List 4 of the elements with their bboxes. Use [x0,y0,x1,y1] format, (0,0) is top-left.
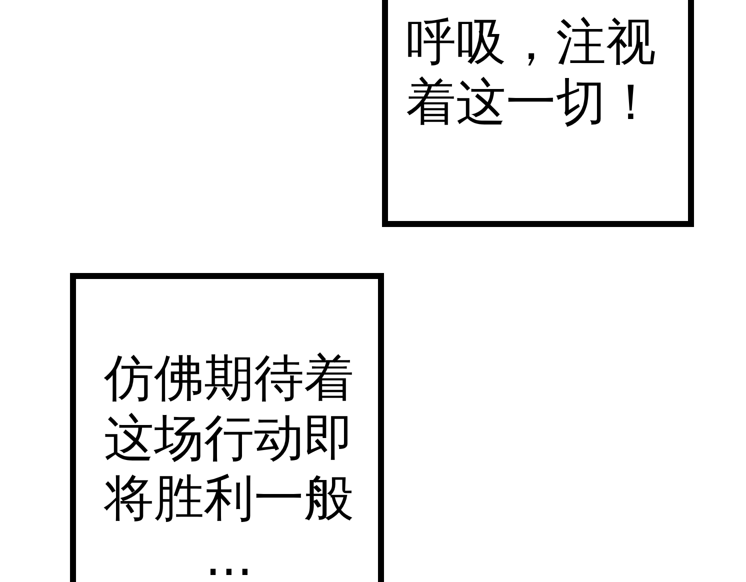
caption-text: 呼吸，注视着这一切！ [405,12,657,132]
caption-text: 仿佛期待着这场行动即将胜利一般... [103,348,355,582]
speech-box [70,273,384,582]
speech-box [382,0,694,227]
